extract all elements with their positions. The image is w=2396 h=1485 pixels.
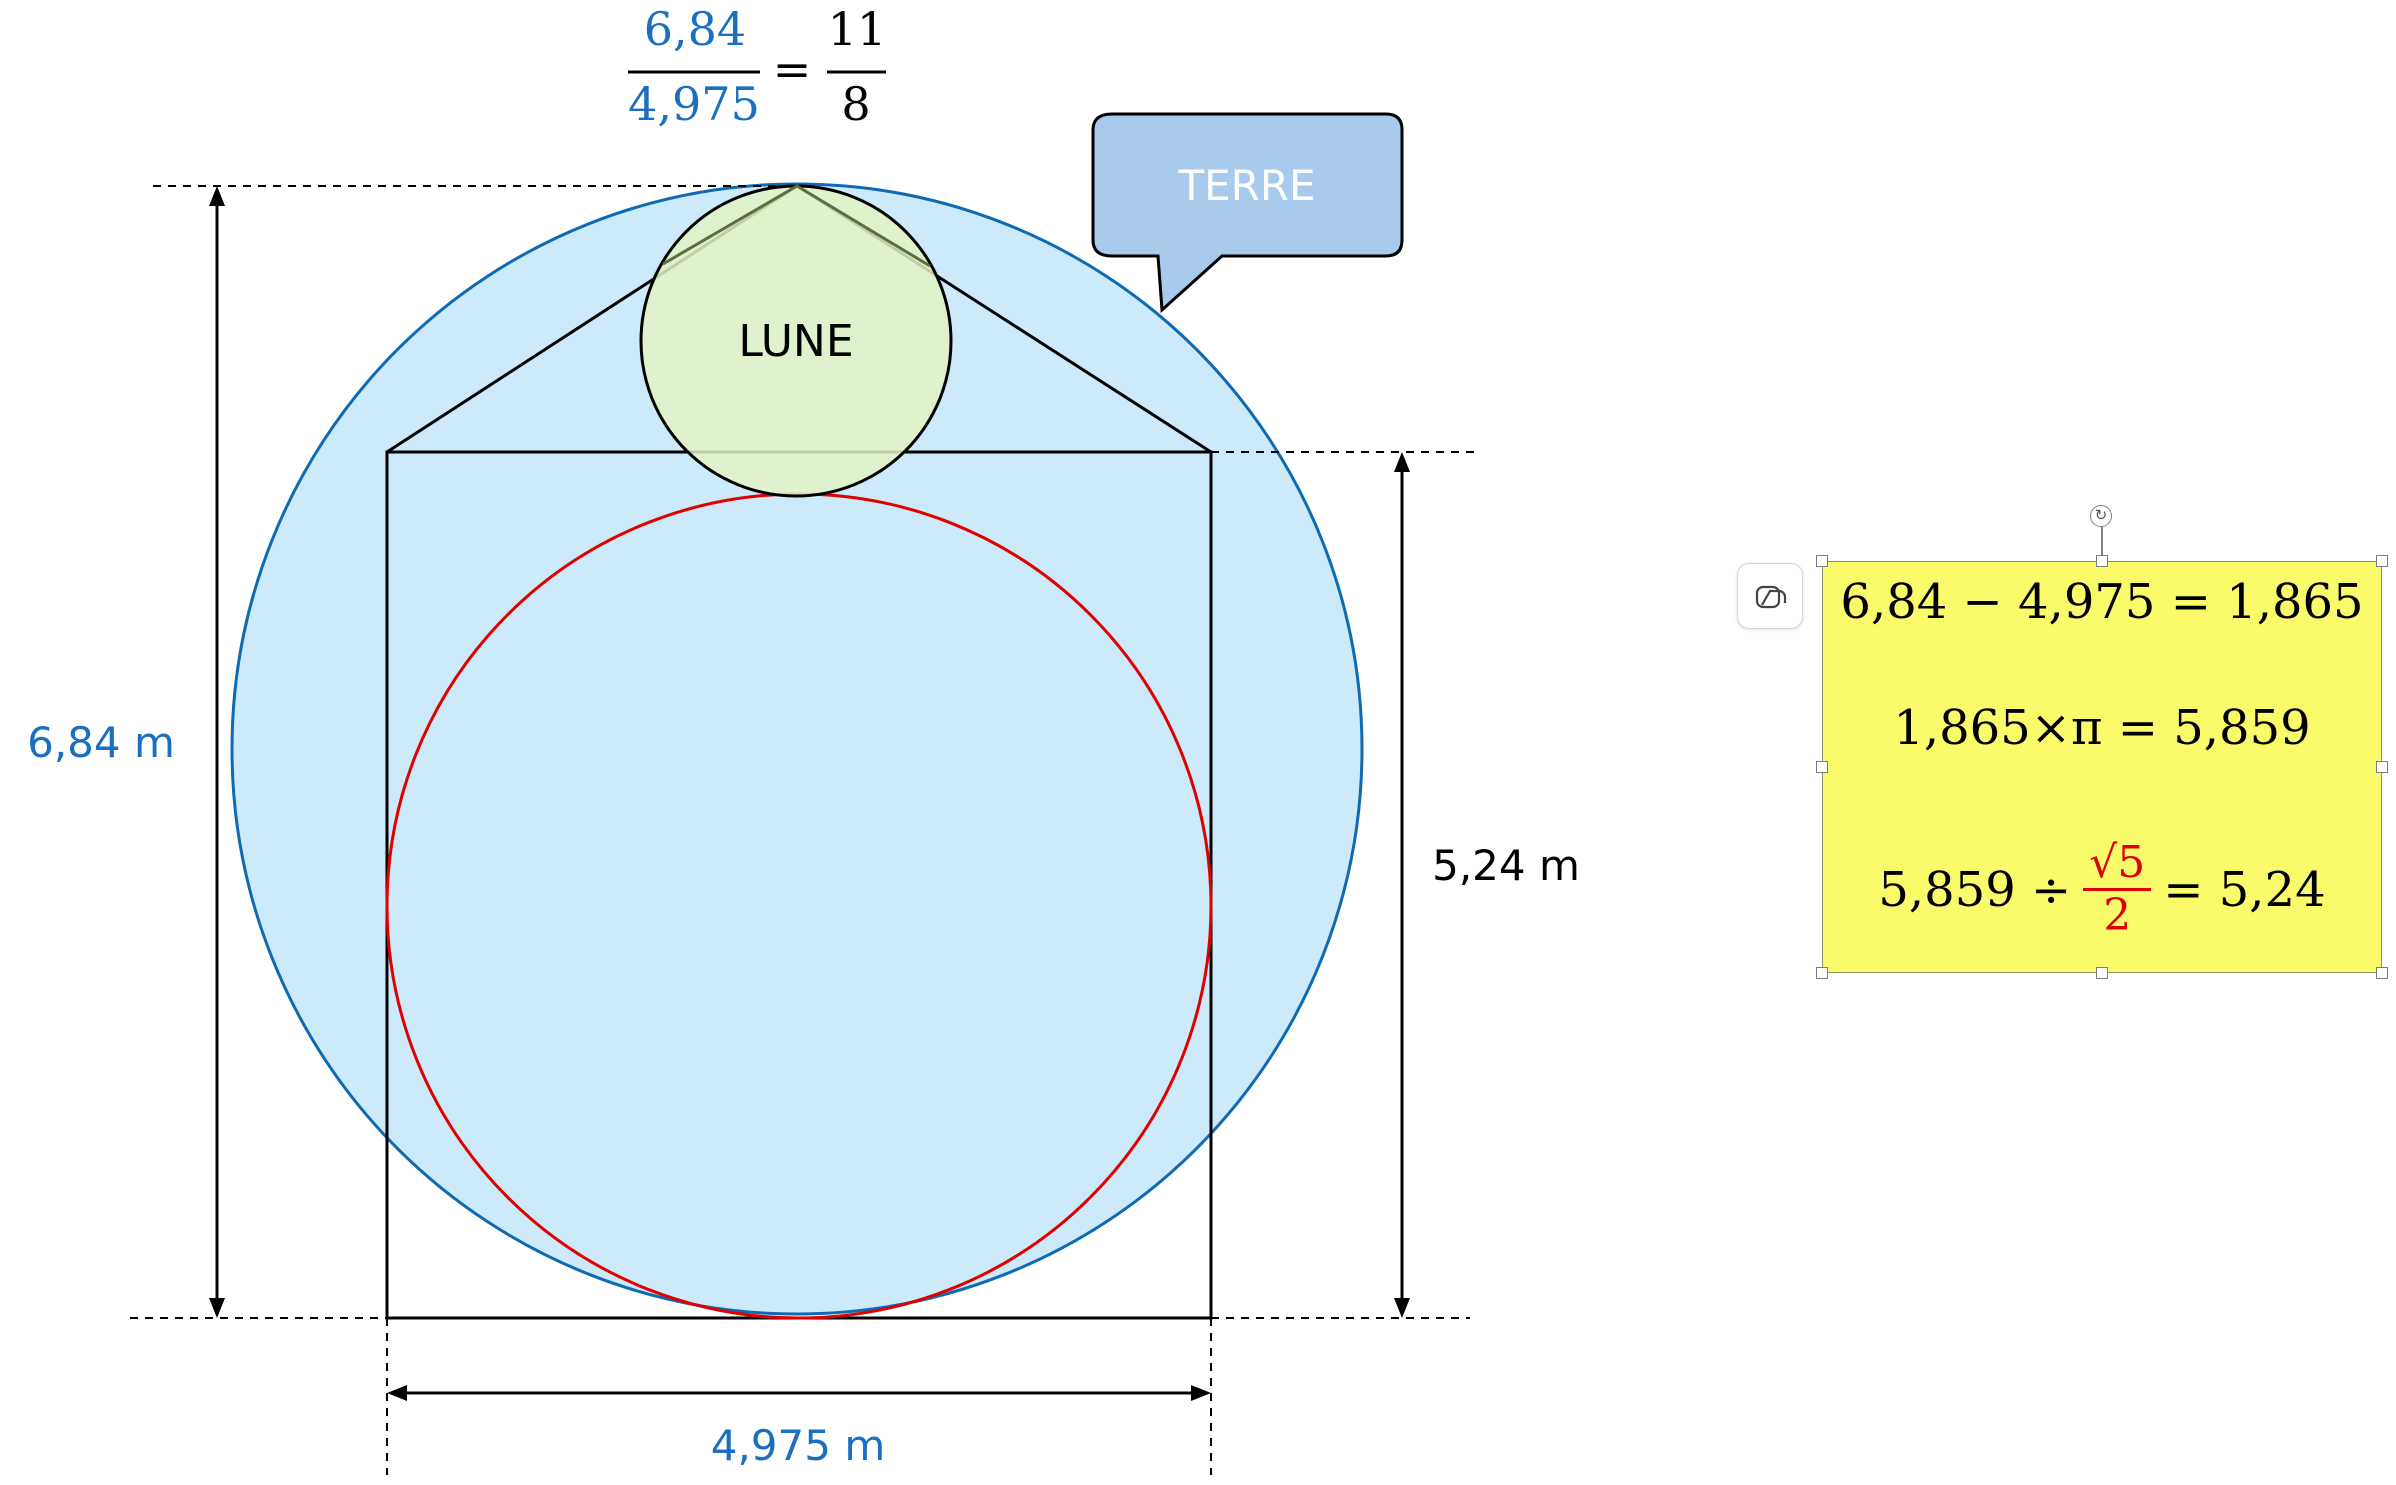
- resize-handle-left[interactable]: [1816, 761, 1828, 773]
- left-dimension-arrow: [209, 186, 225, 1318]
- equation-line-3: 5,859 ÷ √5 2 = 5,24: [1823, 839, 2381, 942]
- equation-line-2: 1,865×π = 5,859: [1893, 700, 2311, 756]
- equation-box[interactable]: 6,84 − 4,975 = 1,865 1,865×π = 5,859 5,8…: [1822, 561, 2382, 973]
- rotate-icon[interactable]: ↻: [2090, 505, 2112, 527]
- copilot-button[interactable]: [1737, 563, 1803, 629]
- ratio-numerator: 6,84: [644, 2, 746, 56]
- earth-callout-label: TERRE: [1177, 161, 1315, 210]
- resize-handle-top-right[interactable]: [2376, 555, 2388, 567]
- bottom-dimension-arrow: [387, 1385, 1211, 1401]
- resize-handle-top-left[interactable]: [1816, 555, 1828, 567]
- resize-handle-top[interactable]: [2096, 555, 2108, 567]
- resize-handle-bottom-right[interactable]: [2376, 967, 2388, 979]
- bottom-dimension-label: 4,975 m: [711, 1421, 886, 1470]
- left-dimension-label: 6,84 m: [27, 718, 175, 767]
- right-dimension-arrow: [1394, 452, 1410, 1318]
- sqrt5-over-2-fraction: √5 2: [2083, 839, 2152, 942]
- guide-lines: [130, 185, 1475, 1475]
- equation-line-3-right: = 5,24: [2163, 861, 2326, 918]
- moon-label: LUNE: [738, 316, 853, 367]
- resize-handle-bottom[interactable]: [2096, 967, 2108, 979]
- ratio-result-numerator: 11: [828, 2, 887, 56]
- roof-through-moon: [662, 184, 931, 268]
- earth-callout[interactable]: TERRE: [1091, 112, 1404, 314]
- resize-handle-bottom-left[interactable]: [1816, 967, 1828, 979]
- earth-circle[interactable]: [230, 182, 1364, 1316]
- ratio-equals: =: [773, 42, 812, 96]
- resize-handle-right[interactable]: [2376, 761, 2388, 773]
- fraction-numerator: √5: [2083, 839, 2152, 892]
- equation-line-1: 6,84 − 4,975 = 1,865: [1840, 574, 2364, 630]
- right-dimension-label: 5,24 m: [1432, 841, 1580, 890]
- copilot-icon: [1755, 585, 1787, 609]
- ratio-result-denominator: 8: [841, 77, 870, 131]
- fraction-denominator: 2: [2103, 890, 2132, 942]
- equation-line-3-left: 5,859 ÷: [1878, 861, 2072, 918]
- ratio-denominator: 4,975: [628, 77, 760, 131]
- rotate-handle-stem: [2101, 527, 2103, 561]
- ratio-formula: 6,84 4,975 = 11 8: [628, 2, 886, 131]
